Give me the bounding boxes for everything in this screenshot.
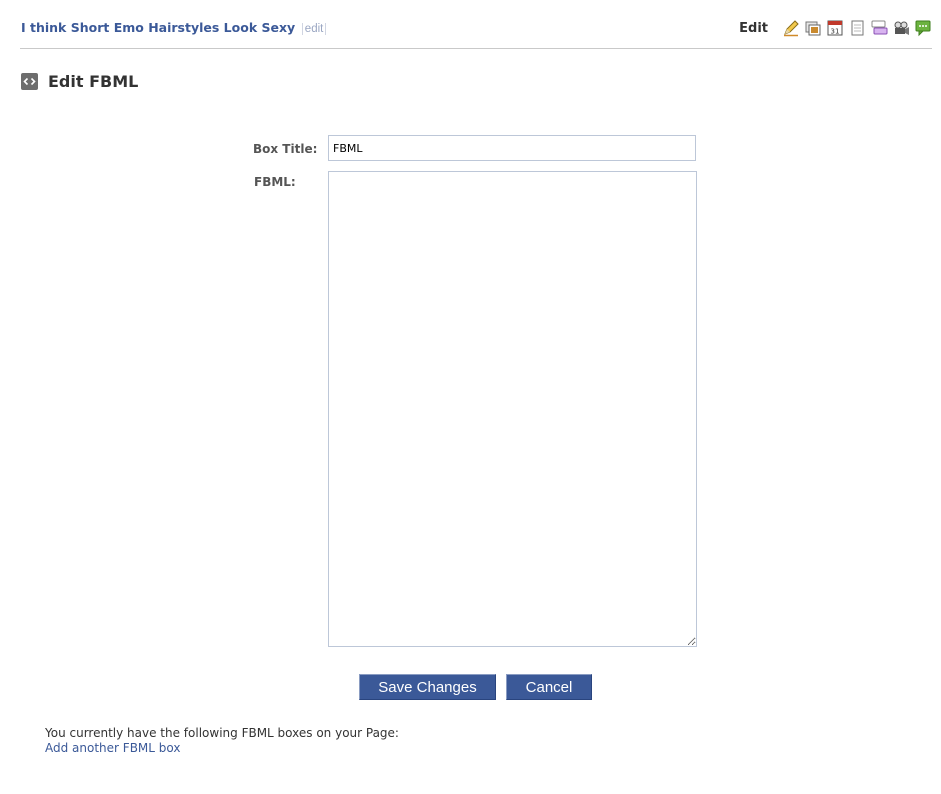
page-title[interactable]: I think Short Emo Hairstyles Look Sexy [21, 20, 296, 35]
save-changes-button[interactable]: Save Changes [359, 674, 496, 700]
pencil-icon[interactable] [782, 19, 800, 37]
video-icon[interactable] [892, 19, 910, 37]
section-heading: Edit FBML [21, 72, 138, 91]
photos-icon[interactable] [804, 19, 822, 37]
fbml-label: FBML: [254, 175, 296, 189]
page-title-wrap: I think Short Emo Hairstyles Look Sexy e… [21, 20, 327, 35]
box-title-label: Box Title: [253, 142, 318, 156]
cancel-button[interactable]: Cancel [506, 674, 592, 700]
toolbar-edit-label: Edit [739, 20, 768, 36]
fbml-code-icon [21, 73, 38, 90]
add-fbml-box-link[interactable]: Add another FBML box [45, 741, 181, 755]
notes-icon[interactable] [848, 19, 866, 37]
fbml-boxes-info-text: You currently have the following FBML bo… [45, 726, 399, 740]
edit-toolbar: Edit 31 [739, 19, 932, 37]
fbml-textarea[interactable] [328, 171, 697, 647]
box-title-input[interactable] [328, 135, 696, 161]
title-edit-link[interactable]: edit [301, 23, 327, 35]
wall-icon[interactable] [914, 19, 932, 37]
discussion-icon[interactable] [870, 19, 888, 37]
svg-text:31: 31 [831, 28, 840, 36]
calendar-icon[interactable]: 31 [826, 19, 844, 37]
page-header: I think Short Emo Hairstyles Look Sexy e… [20, 16, 932, 49]
section-title: Edit FBML [48, 72, 139, 91]
